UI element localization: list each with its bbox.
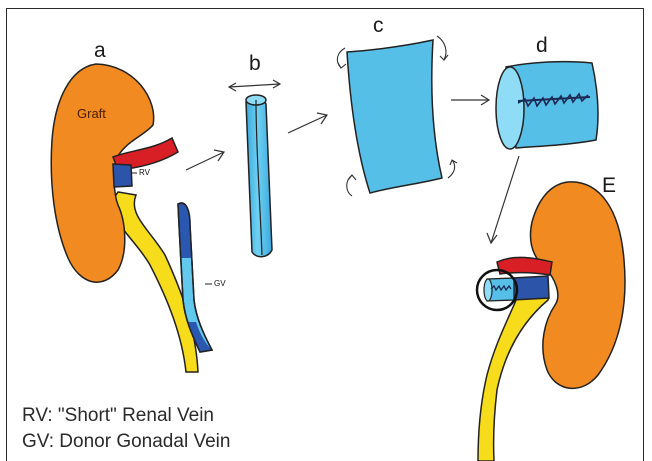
panel-b-vein-segment (229, 80, 280, 257)
graft-label: Graft (77, 107, 106, 120)
panel-label-a: a (94, 40, 106, 61)
ureter-e (478, 285, 549, 461)
panel-label-e: E (602, 175, 616, 196)
arrow-a-to-b (186, 150, 224, 170)
panel-d-tube (496, 62, 598, 149)
panel-e-reconstructed-graft (477, 182, 625, 461)
gv-label: GV (214, 280, 226, 288)
panel-label-d: d (536, 35, 548, 56)
renal-vein-a (113, 164, 132, 187)
panel-label-b: b (249, 53, 261, 74)
legend-gv: GV: Donor Gonadal Vein (22, 432, 230, 451)
renal-vein-e (513, 276, 549, 300)
panel-a-kidney-graft (51, 64, 198, 372)
rv-label: RV (139, 169, 150, 177)
double-arrow-b (229, 80, 280, 91)
legend-rv: RV: "Short" Renal Vein (22, 406, 214, 425)
arrow-d-to-e (487, 156, 519, 243)
arrow-b-to-c (288, 113, 327, 133)
panel-label-c: c (373, 15, 384, 36)
arrow-c-to-d (451, 95, 489, 105)
panel-c-patch (337, 36, 457, 196)
